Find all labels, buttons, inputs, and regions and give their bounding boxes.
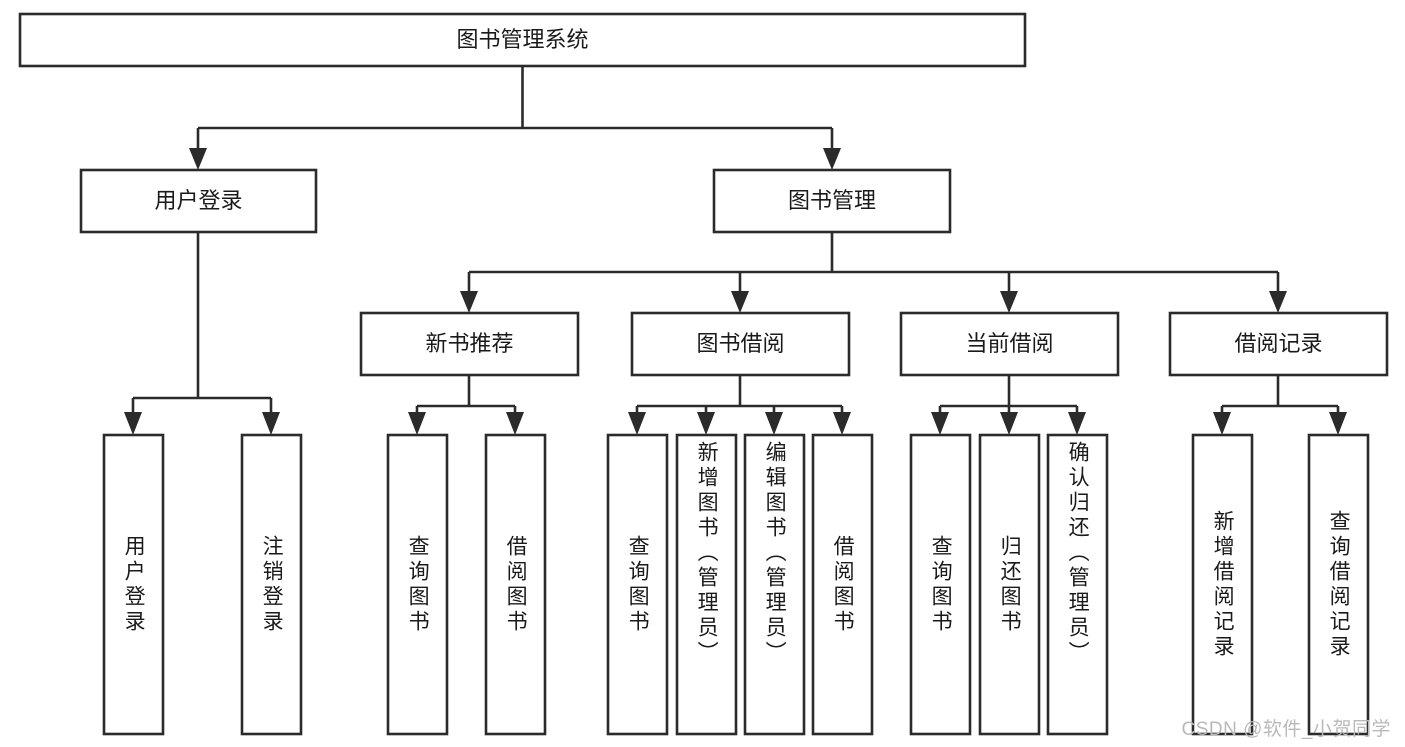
node-root-label: 图书管理系统 xyxy=(456,27,588,52)
leaf-box-current-borrow-1[interactable] xyxy=(909,433,972,736)
node-root-box[interactable] xyxy=(18,12,1027,68)
node-borrow-record-box[interactable] xyxy=(1168,311,1389,377)
arrowhead-leaf-current-borrow-3 xyxy=(1068,412,1086,435)
leaf-box-current-borrow-3[interactable] xyxy=(1046,433,1109,736)
node-user-login-box[interactable] xyxy=(79,168,318,234)
node-new-book-rec-label: 新书推荐 xyxy=(425,331,513,356)
node-book-manage-label: 图书管理 xyxy=(788,188,876,213)
node-new-book-rec[interactable]: 新书推荐 xyxy=(359,311,580,377)
arrowhead-leaf-book-borrow-3 xyxy=(765,412,783,435)
node-borrow-record[interactable]: 借阅记录 xyxy=(1168,311,1389,377)
arrowhead-borrow-record xyxy=(1269,291,1287,313)
arrowhead-leaf-new-book-rec-1 xyxy=(408,412,426,435)
arrowhead-leaf-borrow-record-2 xyxy=(1329,412,1347,435)
node-book-borrow[interactable]: 图书借阅 xyxy=(630,311,851,377)
leaf-box-user-login-1[interactable] xyxy=(102,433,165,736)
arrowhead-leaf-current-borrow-1 xyxy=(931,412,949,435)
leaf-box-book-borrow-2[interactable] xyxy=(675,433,738,736)
arrowhead-book-borrow xyxy=(731,291,749,313)
arrowhead-new-book-rec xyxy=(460,291,478,313)
node-current-borrow-box[interactable] xyxy=(899,311,1120,377)
arrowhead-leaf-current-borrow-2 xyxy=(1000,412,1018,435)
arrowhead-leaf-user-login-2 xyxy=(262,412,280,435)
arrowhead-book-manage xyxy=(823,148,841,170)
node-book-manage[interactable]: 图书管理 xyxy=(712,168,952,234)
leaf-box-new-book-rec-1[interactable] xyxy=(386,433,449,736)
leaf-box-book-borrow-3[interactable] xyxy=(743,433,806,736)
node-current-borrow[interactable]: 当前借阅 xyxy=(899,311,1120,377)
leaf-box-current-borrow-2[interactable] xyxy=(978,433,1041,736)
leaf-box-book-borrow-1[interactable] xyxy=(606,433,669,736)
leaf-box-borrow-record-1[interactable] xyxy=(1191,433,1254,736)
node-root[interactable]: 图书管理系统 xyxy=(18,12,1027,68)
node-user-login[interactable]: 用户登录 xyxy=(79,168,318,234)
node-book-manage-box[interactable] xyxy=(712,168,952,234)
arrowhead-leaf-borrow-record-1 xyxy=(1213,412,1231,435)
leaf-box-book-borrow-4[interactable] xyxy=(811,433,874,736)
arrowhead-leaf-new-book-rec-2 xyxy=(506,412,524,435)
node-book-borrow-label: 图书借阅 xyxy=(696,331,784,356)
csdn-watermark: CSDN @软件_小贺同学 xyxy=(1181,719,1391,740)
node-borrow-record-label: 借阅记录 xyxy=(1234,331,1322,356)
node-user-login-label: 用户登录 xyxy=(154,188,242,213)
arrowhead-leaf-user-login-1 xyxy=(124,412,142,435)
leaf-box-borrow-record-2[interactable] xyxy=(1307,433,1370,736)
arrowhead-leaf-book-borrow-2 xyxy=(697,412,715,435)
node-new-book-rec-box[interactable] xyxy=(359,311,580,377)
arrowhead-leaf-book-borrow-4 xyxy=(833,412,851,435)
connector-group xyxy=(124,66,1347,435)
arrowhead-user-login xyxy=(189,148,207,170)
arrowhead-current-borrow xyxy=(1000,291,1018,313)
arrowhead-leaf-book-borrow-1 xyxy=(628,412,646,435)
node-current-borrow-label: 当前借阅 xyxy=(965,331,1053,356)
leaf-box-group xyxy=(102,433,1370,736)
node-book-borrow-box[interactable] xyxy=(630,311,851,377)
leaf-box-new-book-rec-2[interactable] xyxy=(484,433,547,736)
leaf-box-user-login-2[interactable] xyxy=(240,433,303,736)
